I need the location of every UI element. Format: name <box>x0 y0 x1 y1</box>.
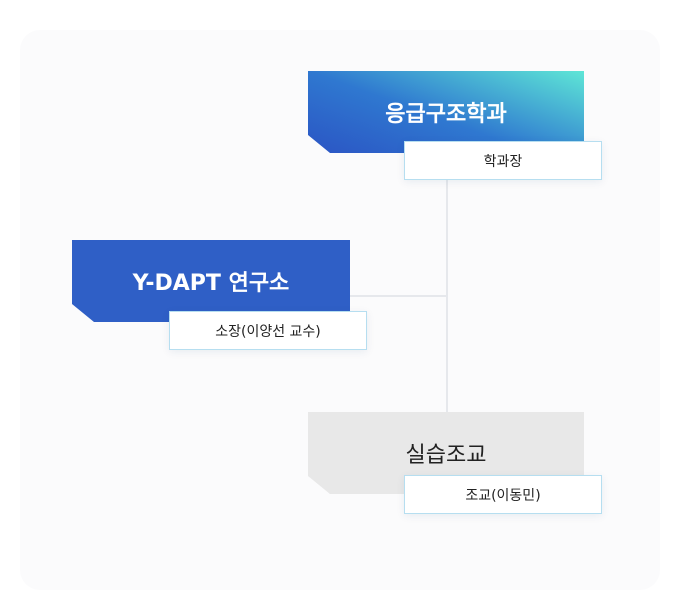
node-subtitle: 소장(이양선 교수) <box>215 323 321 340</box>
node-subtitle: 조교(이동민) <box>465 487 541 504</box>
connector-horizontal <box>350 295 446 297</box>
node-assistant-role: 조교(이동민) <box>404 475 602 514</box>
node-title: 실습조교 <box>405 443 487 468</box>
node-subtitle: 학과장 <box>483 153 523 170</box>
node-department-role: 학과장 <box>404 141 602 180</box>
node-institute: Y-DAPT 연구소 <box>72 240 350 322</box>
node-title: Y-DAPT 연구소 <box>132 271 290 296</box>
node-title: 응급구조학과 <box>385 102 507 127</box>
node-department: 응급구조학과 <box>308 71 584 153</box>
connector-vertical <box>446 179 448 412</box>
node-institute-role: 소장(이양선 교수) <box>169 311 367 350</box>
